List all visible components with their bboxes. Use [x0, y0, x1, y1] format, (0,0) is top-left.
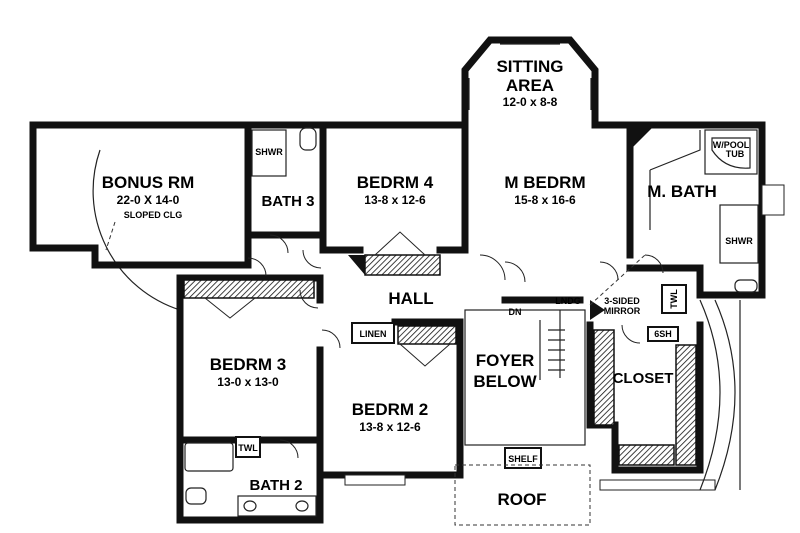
bath2-sink-right [295, 500, 309, 512]
bedrm3-closet [183, 279, 315, 299]
m-bath-corner [630, 125, 655, 150]
east-curve-outer [714, 299, 736, 491]
bath3-toilet [299, 127, 317, 151]
m-bath-window [761, 184, 785, 216]
door-m-bedrm [479, 254, 506, 281]
shelf-label: SHELF [508, 454, 538, 464]
bath3-shwr-label: SHWR [255, 147, 283, 157]
roof-label: ROOF [497, 490, 546, 509]
closet-label: CLOSET [613, 370, 674, 387]
m-bath-shower [719, 204, 759, 264]
sitting-area-dims: 12-0 x 8-8 [503, 95, 558, 109]
m-bedrm-dims: 15-8 x 16-6 [514, 193, 576, 207]
door-closet-a [599, 261, 619, 281]
bath2-wall [176, 436, 324, 524]
closet-hatch-left [593, 329, 615, 426]
door-m-bedrm-b [504, 261, 526, 283]
bath3-label: BATH 3 [261, 193, 314, 210]
foyer-label-1: FOYER [476, 351, 535, 370]
door-bedrm3-closet [204, 297, 256, 319]
hall-wall [176, 274, 324, 294]
sh-label: 6SH [654, 329, 672, 339]
m-bath-toilet [734, 279, 758, 293]
bedrm2-label: BEDRM 2 [352, 400, 429, 419]
bath2-toilet [185, 487, 207, 505]
door-m-bath [644, 254, 664, 274]
bath2-vanity [237, 495, 317, 517]
m-bedrm-label: M BEDRM [504, 173, 585, 192]
door-bedrm4-closet [374, 231, 426, 256]
east-curve-wall [699, 299, 721, 491]
door-bedrm3 [299, 289, 319, 309]
door-bedrm2 [321, 329, 341, 349]
m-bath-label: M. BATH [647, 182, 717, 201]
bedrm2-window [344, 474, 406, 486]
bath2-label: BATH 2 [249, 477, 302, 494]
linen-box [351, 322, 395, 344]
sloped-clg-note: SLOPED CLG [124, 210, 183, 220]
door-closet-b [621, 324, 641, 344]
bonus-rm-dims: 22-0 X 14-0 [117, 193, 180, 207]
dn-label: DN [509, 307, 522, 317]
door-hall-b [302, 249, 322, 269]
bath2-twl [235, 436, 261, 458]
m-bath-twl [661, 284, 687, 314]
bedrm4-closet [364, 254, 441, 276]
closet-corner [348, 255, 365, 275]
roof-outline [454, 464, 591, 526]
sitting-area-label-2: AREA [506, 76, 554, 95]
m-bath-wall [626, 121, 766, 299]
sitting-area-label-1: SITTING [496, 57, 563, 76]
bedrm2-dims: 13-8 x 12-6 [359, 420, 421, 434]
closet-wall [586, 321, 704, 474]
linen-label: LINEN [360, 329, 387, 339]
closet-hatch-bottom [618, 444, 675, 466]
bonus-room-arc [92, 149, 181, 311]
bedrm4-label: BEDRM 4 [357, 173, 434, 192]
bath2-twl-label: TWL [238, 443, 258, 453]
sh-box [647, 326, 679, 342]
door-bath2 [279, 439, 299, 459]
wpool-label-2: TUB [726, 149, 745, 159]
roof-window [599, 479, 716, 491]
foyer-label-2: BELOW [473, 372, 537, 391]
lndg-label: LNDG [555, 296, 581, 306]
closet-corner [590, 300, 605, 320]
bonus-rm-label: BONUS RM [102, 173, 195, 192]
bedrm2-closet [397, 325, 457, 345]
wpool-label-1: W/POOL [713, 140, 750, 150]
m-bedrm-wall [461, 36, 634, 259]
closet-hatch-right [675, 344, 697, 466]
door-bedrm2-closet [399, 343, 451, 367]
mbath-shwr-label: SHWR [725, 236, 753, 246]
bedrm3-label: BEDRM 3 [210, 355, 287, 374]
bedrm2-wall [316, 318, 464, 479]
whirlpool-tub [704, 129, 758, 175]
m-bath-counter [649, 130, 701, 230]
bedrm4-dims: 13-8 x 12-6 [364, 193, 426, 207]
bath3-shower [251, 129, 287, 177]
foyer-void [464, 309, 586, 446]
hall-label: HALL [388, 289, 433, 308]
stair-lines [539, 310, 565, 380]
bedrm3-dims: 13-0 x 13-0 [217, 375, 279, 389]
bath2-sink-left [243, 500, 257, 512]
whirlpool-tub-inner [711, 137, 751, 169]
mirror-label-1: 3-SIDED [604, 296, 640, 306]
bath3-wall [244, 121, 327, 239]
door-bath3 [269, 234, 289, 254]
mbath-twl-label: TWL [669, 289, 679, 309]
sloped-ceiling-leader [105, 221, 116, 251]
bath2-tub [184, 442, 234, 472]
mirror-label-2: MIRROR [604, 306, 641, 316]
door-hall-a [247, 257, 267, 277]
shelf-box [504, 447, 542, 469]
